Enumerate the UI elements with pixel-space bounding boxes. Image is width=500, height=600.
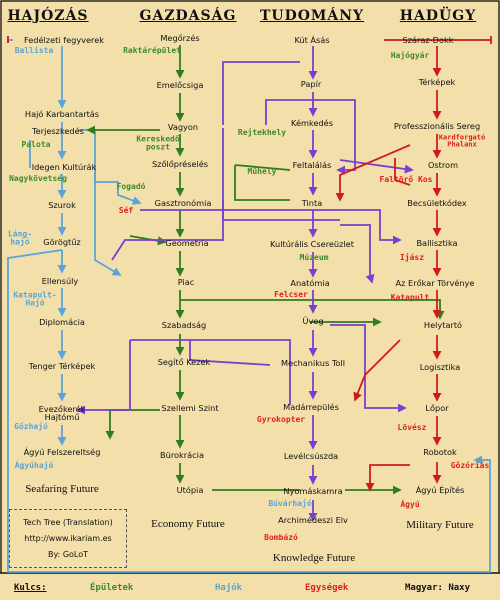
tech-node: Szőlőpréselés — [151, 158, 209, 169]
tech-node: Helytartó — [423, 319, 463, 330]
tech-node: Szellemi Szint — [161, 402, 219, 413]
tech-node: Idegen Kultúrák — [31, 161, 97, 172]
tech-node: Archimédeszi Elv — [278, 514, 348, 525]
building-label: Kereskedő poszt — [136, 134, 180, 152]
ship-label: Láng- hajó — [7, 229, 33, 247]
tech-node: Bürokrácia — [160, 449, 204, 460]
tech-node: Száraz-Dokk — [402, 34, 454, 45]
unit-label: Felcser — [274, 289, 308, 299]
legend-translator: Magyar: Naxy — [405, 583, 471, 593]
tech-node: Tenger Térképek — [28, 360, 96, 371]
future-economy: Economy Future — [151, 518, 225, 530]
tech-node: Piac — [177, 276, 195, 287]
tech-node: Professzionális Sereg — [393, 120, 481, 131]
tech-node: Ostrom — [427, 159, 459, 170]
future-seafaring: Seafaring Future — [25, 483, 99, 495]
ship-label: Ágyúhajó — [14, 460, 54, 470]
column-header-gazdasag: GAZDASÁG — [139, 8, 237, 24]
building-label: Hajógyár — [390, 50, 430, 60]
tech-node: Megőrzés — [160, 32, 200, 43]
legend: Kulcs: Épületek Hajók Egységek Magyar: N… — [0, 574, 500, 600]
tech-node: Nyomáskamra — [283, 485, 343, 496]
column-header-hadugy: HADÜGY — [399, 8, 477, 24]
tech-node: Kultúrális Csereüzlet — [270, 238, 354, 249]
unit-label: Lövész — [397, 422, 427, 432]
tech-node: Evezőkerék Hajtómű — [38, 403, 86, 422]
future-military: Military Future — [406, 519, 474, 531]
unit-label: Bombázó — [264, 532, 298, 542]
tech-node: Ágyú Építés — [415, 484, 465, 495]
ship-label: Búvárhajó — [268, 498, 312, 508]
tech-node: Becsületkódex — [407, 197, 467, 208]
credit-title: Tech Tree (Translation) — [23, 518, 113, 527]
credit-url: http://www.ikariam.es — [24, 534, 112, 543]
ship-label: Gőzhajó — [14, 421, 48, 431]
building-label: Múzeum — [299, 252, 329, 262]
legend-ships: Hajók — [215, 583, 243, 593]
unit-label: Ágyú — [400, 499, 420, 509]
column-header-tudomany: TUDOMÁNY — [259, 8, 365, 24]
building-label: Fogadó — [116, 181, 146, 191]
tech-node: Hajó Karbantartás — [24, 108, 100, 119]
unit-label: Faltörő Kos — [379, 174, 433, 184]
tech-node: Mechanikus Toll — [281, 357, 345, 368]
tech-node: Térképek — [418, 76, 456, 87]
tech-node: Kémkedés — [291, 117, 333, 128]
unit-label: Kardforgató Phalanx — [438, 133, 486, 149]
column-header-hajozas: HAJÓZÁS — [7, 8, 89, 24]
ship-label: Katapult- Hajó — [13, 290, 57, 308]
tech-node: Vagyon — [167, 121, 199, 132]
tech-node: Görögtűz — [43, 236, 81, 247]
future-knowledge: Knowledge Future — [272, 552, 356, 564]
unit-label: Gőzóriás — [450, 460, 490, 470]
tech-node: Anatómia — [290, 277, 330, 288]
building-label: Palota — [21, 139, 51, 149]
legend-units: Egységek — [305, 583, 349, 593]
building-label: Műhely — [247, 166, 277, 176]
tech-node: Emelőcsiga — [156, 79, 204, 90]
legend-key: Kulcs: — [14, 583, 47, 593]
credit-box: Tech Tree (Translation) http://www.ikari… — [9, 509, 127, 568]
tech-node: Terjeszkedés — [32, 125, 84, 136]
tech-node: Feltalálás — [292, 159, 332, 170]
unit-label: Séf — [118, 205, 134, 215]
credit-author: By: GoLoT — [47, 550, 89, 559]
building-label: Rejtekhely — [237, 127, 287, 137]
tech-node: Szabadság — [161, 319, 207, 330]
tech-node: Madárrepülés — [283, 401, 339, 412]
tech-node: Geometria — [165, 237, 209, 248]
legend-buildings: Épületek — [90, 583, 134, 593]
tech-node: Papír — [300, 78, 322, 89]
tech-node: Ballisztika — [416, 237, 458, 248]
tech-node: Segítő Kezek — [157, 356, 211, 367]
tech-node: Diplomácia — [39, 316, 85, 327]
building-label: Nagykövetség — [9, 173, 67, 183]
tech-node: Fedélzeti fegyverek — [23, 34, 105, 45]
tech-node: Kút Ásás — [294, 34, 330, 45]
tech-node: Robotok — [423, 446, 457, 457]
tech-node: Ellensúly — [41, 275, 79, 286]
tech-node: Ágyú Felszereltség — [23, 446, 101, 457]
tech-node: Üveg — [302, 315, 324, 326]
tech-node: Utópia — [176, 484, 204, 495]
tech-node: Tinta — [301, 197, 323, 208]
tech-node: Lőpor — [425, 402, 449, 413]
unit-label: Gyrokopter — [256, 414, 306, 424]
tech-node: Levélcsúszda — [283, 450, 339, 461]
ship-label: Ballista — [14, 45, 54, 55]
tech-node: Logisztika — [419, 361, 461, 372]
unit-label: Katapult — [390, 292, 430, 302]
tech-node: Az Erőkar Törvénye — [395, 277, 475, 288]
building-label: Raktárépület — [123, 45, 181, 55]
tech-node: Gasztronómia — [154, 197, 212, 208]
tech-node: Szurok — [48, 199, 76, 210]
unit-label: Ijász — [399, 252, 425, 262]
